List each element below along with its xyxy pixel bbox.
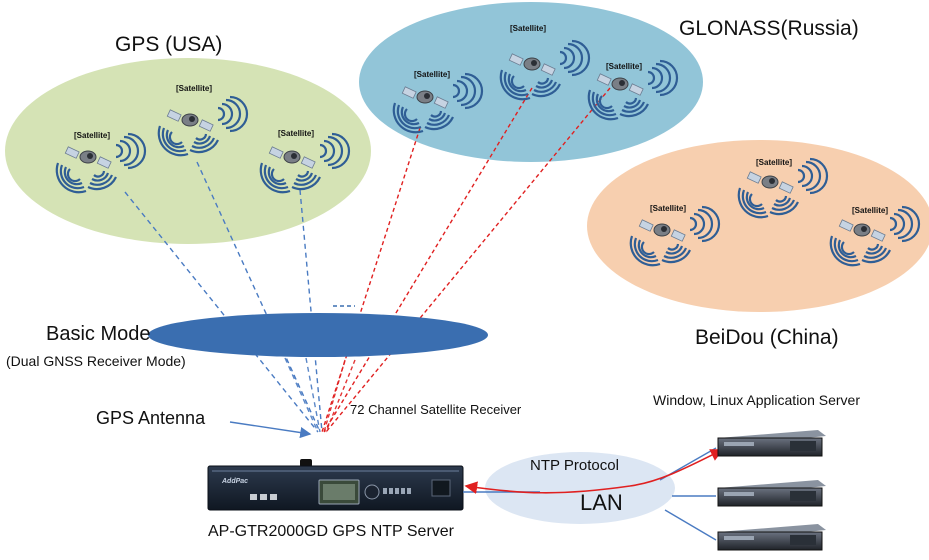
glonass-satellite-label-2: [Satellite] xyxy=(510,24,546,33)
device-brand: AddPac xyxy=(221,478,248,485)
application-server-2 xyxy=(717,480,826,507)
gps-title: GPS (USA) xyxy=(115,33,222,56)
application-server-3 xyxy=(717,524,826,551)
glonass-link-2 xyxy=(323,87,533,433)
gps-antenna-label: GPS Antenna xyxy=(96,408,206,428)
beidou-satellite-label-3: [Satellite] xyxy=(852,206,888,215)
gps-antenna-arrow xyxy=(229,421,312,439)
gps-satellite-label-3: [Satellite] xyxy=(278,129,314,138)
gps-satellite-label-2: [Satellite] xyxy=(176,84,212,93)
basic-mode-subtitle: (Dual GNSS Receiver Mode) xyxy=(6,353,186,369)
gps-link-1 xyxy=(124,191,319,433)
glonass-title: GLONASS(Russia) xyxy=(679,17,859,40)
glonass-link-3 xyxy=(325,87,611,433)
beidou-satellite-label-1: [Satellite] xyxy=(650,204,686,213)
lan-cloud xyxy=(485,452,675,524)
basic-mode-disc xyxy=(148,313,488,357)
beidou-satellite-label-2: [Satellite] xyxy=(756,158,792,167)
glonass-satellite-label-1: [Satellite] xyxy=(414,70,450,79)
device-caption: AP-GTR2000GD GPS NTP Server xyxy=(208,523,455,540)
lan-label: LAN xyxy=(580,490,623,515)
servers-title: Window, Linux Application Server xyxy=(653,392,860,408)
gps-links xyxy=(124,161,323,433)
receiver-label: 72 Channel Satellite Receiver xyxy=(350,402,522,417)
beidou-region xyxy=(587,140,929,312)
gps-satellite-label-1: [Satellite] xyxy=(74,131,110,140)
lan-server-link-3 xyxy=(664,509,717,541)
gps-region xyxy=(5,58,371,244)
ntp-arrow-to-server xyxy=(629,449,724,487)
beidou-title: BeiDou (China) xyxy=(695,326,839,349)
basic-mode-title: Basic Mode xyxy=(46,323,151,345)
application-server-1 xyxy=(717,430,826,457)
ntp-protocol-label: NTP Protocol xyxy=(530,457,619,474)
ntp-arrow-to-device xyxy=(464,481,631,494)
ntp-server-device: AddPac xyxy=(207,459,464,511)
glonass-satellite-label-3: [Satellite] xyxy=(606,62,642,71)
gps-link-2 xyxy=(196,161,321,433)
gps-link-3 xyxy=(299,189,323,433)
